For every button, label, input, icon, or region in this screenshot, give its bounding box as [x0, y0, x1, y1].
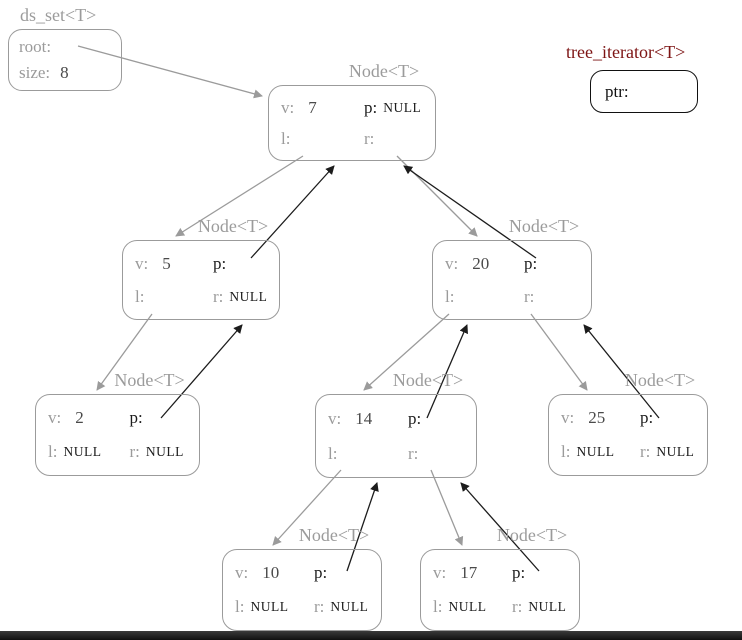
p-field: p: — [524, 253, 538, 273]
node-title: Node<T> — [392, 370, 464, 390]
p-field: p: — [640, 408, 654, 427]
r-field: r: — [408, 443, 419, 463]
v-field: v:10 — [235, 563, 280, 582]
v-field: v:7 — [281, 97, 317, 117]
p-field: p: — [213, 253, 227, 273]
arrow-node20-right-to-node25 — [530, 313, 588, 391]
r-field: r:NULL — [129, 442, 184, 461]
r-field: r: — [364, 128, 375, 148]
tree-iterator-box: ptr: — [590, 70, 698, 113]
v-field: v:25 — [561, 408, 606, 427]
tree-iterator-title: tree_iterator<T> — [566, 42, 686, 62]
v-field: v:2 — [48, 408, 84, 427]
tree-node-10: Node<T> v:10 p: l:NULL r:NULL — [222, 525, 382, 631]
tree-node-2: Node<T> v:2 p: l:NULL r:NULL — [35, 370, 200, 476]
r-field: r: — [524, 286, 535, 306]
r-field: r:NULL — [213, 286, 268, 306]
node-box: v:20 p: l: r: — [432, 240, 592, 320]
window-bottom-edge — [0, 631, 742, 640]
p-field: p: — [129, 408, 143, 427]
ds-set-size-field: size: 8 — [19, 63, 121, 83]
tree-node-14: Node<T> v:14 p: l: r: — [315, 370, 477, 478]
p-field: p: — [408, 408, 422, 428]
l-field: l:NULL — [48, 442, 102, 461]
v-field: v:20 — [445, 253, 490, 273]
node-box: v:2 p: l:NULL r:NULL — [35, 394, 200, 476]
node-box: v:5 p: l: r:NULL — [122, 240, 280, 320]
v-field: v:5 — [135, 253, 171, 273]
node-title: Node<T> — [508, 216, 580, 236]
v-field: v:14 — [328, 408, 373, 428]
ds-set-root-field: root: — [19, 37, 121, 57]
node-box: v:10 p: l:NULL r:NULL — [222, 549, 382, 631]
node-title: Node<T> — [348, 61, 420, 81]
v-field: v:17 — [433, 563, 478, 582]
tree-node-7: Node<T> v:7 p:NULL l: r: — [268, 61, 436, 161]
root-label: root: — [19, 37, 52, 56]
node-title: Node<T> — [114, 370, 185, 390]
tree-node-17: Node<T> v:17 p: l:NULL r:NULL — [420, 525, 580, 631]
l-field: l: — [135, 286, 145, 306]
p-field: p: — [314, 563, 328, 582]
r-field: r:NULL — [512, 597, 567, 616]
l-field: l:NULL — [561, 442, 615, 461]
l-field: l: — [328, 443, 338, 463]
size-label: size: — [19, 63, 51, 82]
node-box: v:14 p: l: r: — [315, 394, 477, 478]
node-title: Node<T> — [496, 525, 568, 545]
size-value: 8 — [60, 63, 69, 82]
node-title: Node<T> — [197, 216, 269, 236]
node-box: v:7 p:NULL l: r: — [268, 85, 436, 161]
tree-node-5: Node<T> v:5 p: l: r:NULL — [122, 216, 280, 320]
l-field: l: — [281, 128, 291, 148]
ds-set-title: ds_set<T> — [20, 5, 97, 25]
r-field: r:NULL — [314, 597, 369, 616]
node-box: v:17 p: l:NULL r:NULL — [420, 549, 580, 631]
node-title: Node<T> — [298, 525, 370, 545]
tree-node-20: Node<T> v:20 p: l: r: — [432, 216, 592, 320]
p-field: p: — [512, 563, 526, 582]
node-box: v:25 p: l:NULL r:NULL — [548, 394, 708, 476]
l-field: l:NULL — [433, 597, 487, 616]
l-field: l:NULL — [235, 597, 289, 616]
node-title: Node<T> — [624, 370, 696, 390]
ds-set-box: root: size: 8 — [8, 29, 122, 91]
ptr-label: ptr: — [605, 81, 629, 101]
p-field: p:NULL — [364, 97, 422, 117]
tree-node-25: Node<T> v:25 p: l:NULL r:NULL — [548, 370, 708, 476]
l-field: l: — [445, 286, 455, 306]
r-field: r:NULL — [640, 442, 695, 461]
